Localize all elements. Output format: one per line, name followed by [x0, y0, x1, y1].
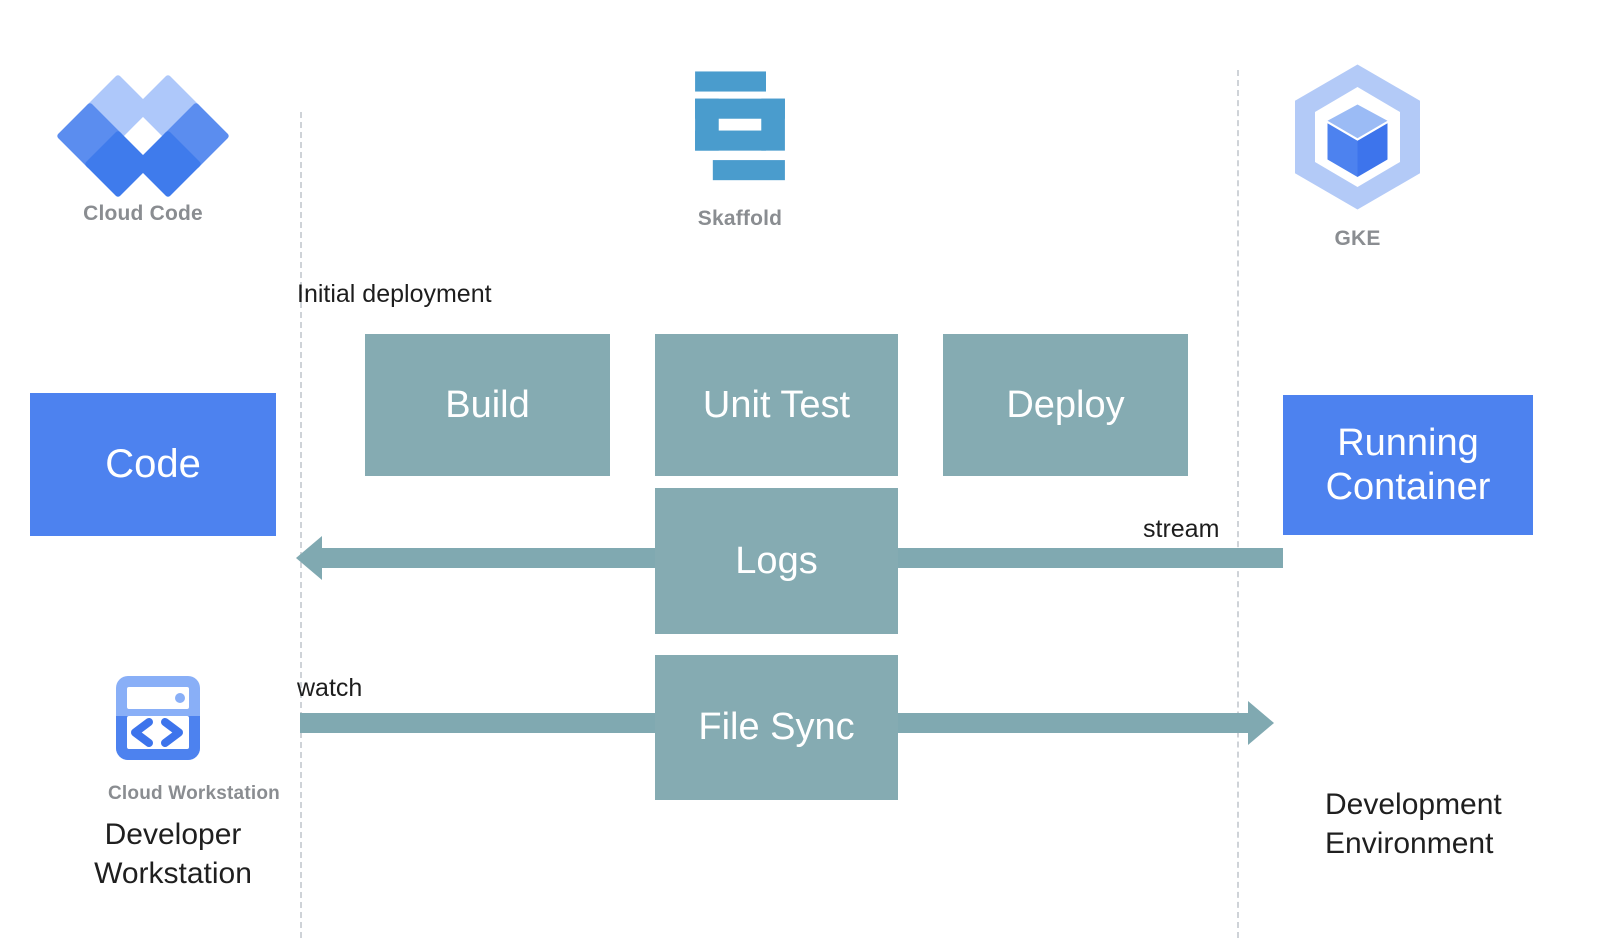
logo-skaffold-label: Skaffold	[697, 207, 783, 230]
node-unit-test[interactable]: Unit Test	[655, 334, 898, 476]
logo-cloud-code: Cloud Code	[56, 72, 230, 226]
logo-cloud-workstation: Cloud Workstation	[108, 668, 280, 805]
node-running-container-label: Running Container	[1325, 421, 1491, 508]
file-sync-arrow-head	[1248, 701, 1274, 745]
logo-cloud-code-label: Cloud Code	[83, 202, 203, 225]
zone-label-left: Developer Workstation	[94, 818, 252, 890]
node-logs[interactable]: Logs	[655, 488, 898, 634]
node-code-label: Code	[105, 442, 201, 487]
gke-icon	[1295, 64, 1420, 210]
skaffold-icon	[695, 71, 785, 181]
cloud-workstation-icon	[116, 676, 200, 760]
node-deploy[interactable]: Deploy	[943, 334, 1188, 476]
zone-label-right: Development Environment	[1325, 788, 1502, 860]
node-running-container[interactable]: Running Container	[1283, 395, 1533, 535]
cloud-code-icon	[56, 72, 230, 198]
logo-skaffold: Skaffold	[665, 62, 815, 231]
left-boundary-divider	[300, 112, 302, 938]
node-unit-test-label: Unit Test	[702, 383, 851, 426]
node-logs-label: Logs	[735, 539, 818, 582]
node-build[interactable]: Build	[365, 334, 610, 476]
logo-cloud-workstation-label: Cloud Workstation	[108, 783, 280, 804]
node-code[interactable]: Code	[30, 393, 276, 536]
node-deploy-label: Deploy	[1006, 383, 1125, 426]
node-build-label: Build	[445, 383, 530, 426]
logs-arrow-head	[296, 536, 322, 580]
logo-gke: GKE	[1290, 62, 1425, 251]
annotation-stream: stream	[1143, 515, 1220, 543]
logo-gke-label: GKE	[1334, 227, 1381, 250]
right-boundary-divider	[1237, 70, 1239, 938]
annotation-watch: watch	[297, 674, 363, 702]
annotation-initial-deployment: Initial deployment	[297, 280, 492, 308]
node-file-sync-label: File Sync	[698, 706, 855, 749]
node-file-sync[interactable]: File Sync	[655, 655, 898, 800]
